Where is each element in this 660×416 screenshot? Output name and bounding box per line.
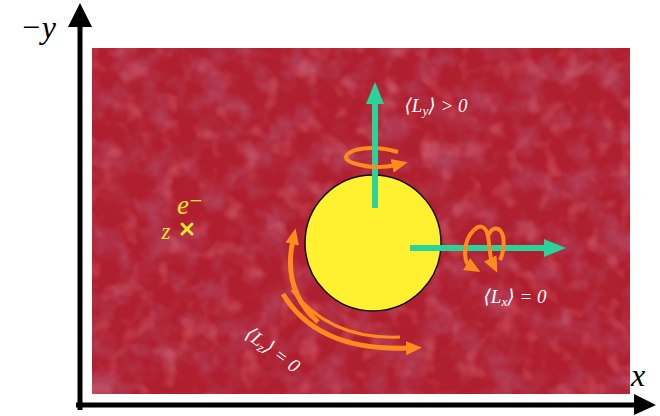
noise-ground [92,48,630,394]
rotation-arrow [488,229,504,261]
vector-arrow [410,245,548,251]
rotation-arrow [346,150,396,167]
subscript: y [422,103,428,118]
text-part: ⟩ = 0 [260,336,304,376]
subscript: x [501,294,507,309]
axis-line [78,24,83,410]
vector-arrow [372,100,378,208]
expectation-label: ⟨Ly⟩ > 0 [404,96,467,117]
text-part: ⟨L [404,95,422,116]
axis-arrowhead [68,3,92,27]
axis-arrowhead [634,394,656,415]
text-part: ⟩ = 0 [507,286,546,307]
noise-texture [92,48,630,394]
cross-marker [182,224,192,234]
rotation-arrow [465,230,474,266]
expectation-label: ⟨Lz⟩ = 0 [241,323,304,377]
axis-line [76,403,636,408]
axis-label: z [162,219,171,244]
noise-texture [92,48,630,394]
axis-label: x [631,358,645,393]
particle-label: e⁻ [177,191,203,221]
text-part: ⟨L [483,286,501,307]
axis-label: −y [20,10,56,45]
expectation-label: ⟨Lx⟩ = 0 [483,287,546,308]
text-part: ⟩ > 0 [428,95,467,116]
